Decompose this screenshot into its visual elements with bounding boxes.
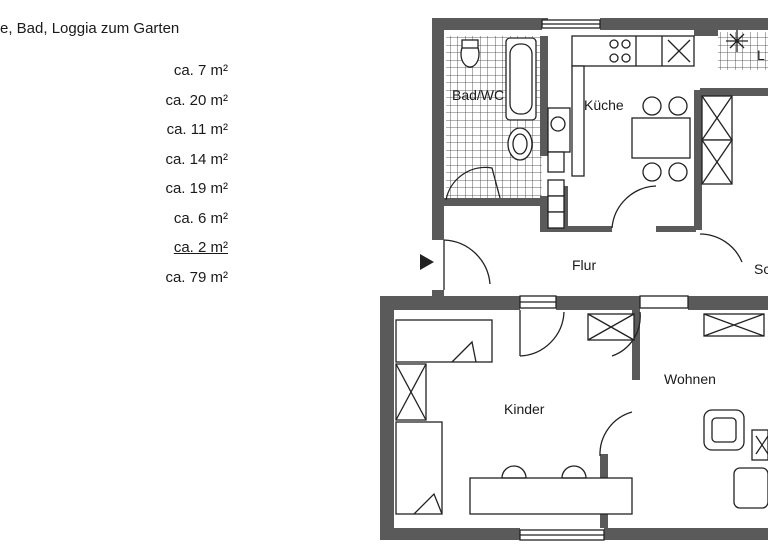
kinder-furniture [395, 319, 633, 515]
schlafen-closets [699, 95, 743, 263]
area-total: ca. 79 m² [165, 268, 228, 286]
area-item: ca. 20 m² [165, 91, 228, 109]
entrance-arrow [420, 254, 434, 270]
room-label-flur: Flur [572, 257, 596, 273]
room-label-loggia: L [757, 47, 765, 63]
area-item: ca. 11 m² [166, 121, 228, 138]
windows [519, 19, 689, 541]
room-label-wohnen: Wohnen [664, 371, 716, 387]
entrance-door [443, 239, 491, 290]
bathroom-fixtures [445, 37, 537, 201]
room-label-kueche: Küche [584, 97, 624, 113]
kinder-door [519, 310, 565, 357]
area-item: ca. 6 m² [173, 209, 228, 227]
area-item: ca. 19 m² [165, 180, 228, 197]
area-item: ca. 14 m² [165, 150, 228, 168]
room-label-bad: Bad/WC [452, 87, 504, 103]
loggia-tiles [718, 32, 768, 70]
area-item-underlined: ca. 2 m² [173, 239, 228, 256]
kitchen-fixtures [547, 35, 695, 229]
walls [380, 18, 768, 540]
apartment-description: e, Bad, Loggia zum Garten [0, 20, 180, 37]
area-item: ca. 7 m² [173, 62, 228, 79]
room-label-kinder: Kinder [504, 401, 545, 417]
room-label-schlafen: Sc [754, 261, 768, 277]
plant-icon [726, 30, 748, 52]
area-list: ca. 7 m² ca. 20 m² ca. 11 m² ca. 14 m² c… [150, 56, 228, 292]
wohnen-furniture [587, 313, 768, 509]
